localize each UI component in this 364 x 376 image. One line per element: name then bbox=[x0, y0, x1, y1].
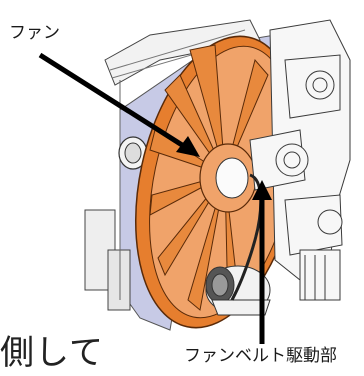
partial-body-text: 側して bbox=[0, 333, 104, 373]
engine-block bbox=[249, 19, 351, 301]
fan-belt-drive-label: ファンベルト駆動部 bbox=[184, 346, 337, 366]
fan-label: ファン bbox=[9, 23, 60, 43]
belt-drive-arrow bbox=[252, 180, 272, 344]
fan-arrow bbox=[38, 52, 200, 157]
coolant-tank bbox=[118, 136, 148, 170]
